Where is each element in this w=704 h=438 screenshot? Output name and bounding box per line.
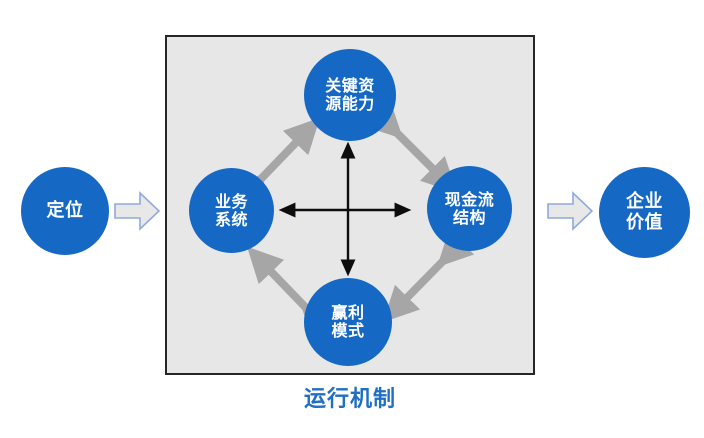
- chevron-right-icon-left: [114, 191, 160, 231]
- node-positioning[interactable]: 定位: [21, 167, 109, 255]
- node-key-resources-line2: 源能力: [325, 94, 375, 113]
- node-profit-model-line2: 模式: [331, 321, 365, 340]
- node-business-system-line1: 业务: [214, 191, 248, 211]
- node-business-system-line2: 系统: [214, 209, 248, 229]
- operating-mechanism-caption: 运行机制: [303, 387, 396, 412]
- node-key-resources[interactable]: 关键资 源能力: [304, 49, 396, 141]
- chevron-right-icon-right: [547, 191, 593, 231]
- node-business-system[interactable]: 业务 系统: [189, 168, 274, 253]
- node-cashflow-structure[interactable]: 现金流 结构: [427, 166, 512, 251]
- node-enterprise-value-line2: 价值: [626, 211, 663, 233]
- node-positioning-label: 定位: [46, 199, 84, 221]
- node-cashflow-structure-line2: 结构: [452, 207, 486, 227]
- node-profit-model-line1: 赢利: [331, 303, 365, 323]
- node-enterprise-value-line1: 企业: [626, 191, 663, 213]
- node-cashflow-structure-line1: 现金流: [444, 189, 495, 209]
- node-enterprise-value[interactable]: 企业 价值: [599, 167, 690, 258]
- node-profit-model[interactable]: 赢利 模式: [304, 278, 392, 366]
- node-key-resources-line1: 关键资: [325, 76, 375, 96]
